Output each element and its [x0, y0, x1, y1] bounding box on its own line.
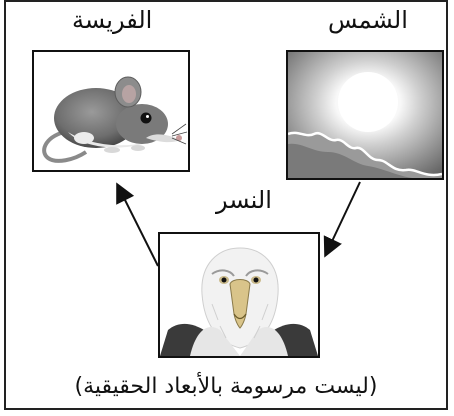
sun-image [286, 50, 444, 180]
arrow-eagle-to-prey [118, 186, 158, 266]
diagram-frame: الفريسة الشمس [4, 0, 448, 410]
prey-label: الفريسة [72, 6, 152, 34]
mouse-image [32, 50, 190, 172]
eagle-label: النسر [216, 186, 272, 214]
arrow-sun-to-eagle [326, 182, 360, 254]
sun-label: الشمس [328, 6, 408, 34]
eagle-image [158, 232, 320, 358]
scale-caption: (ليست مرسومة بالأبعاد الحقيقية) [6, 374, 446, 399]
